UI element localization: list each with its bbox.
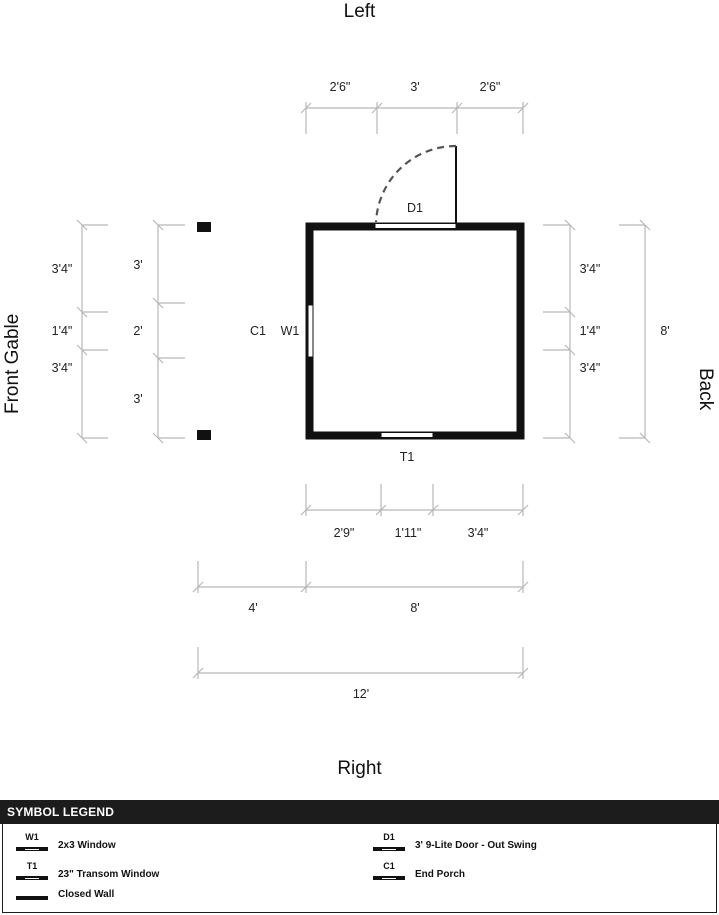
wall-symbol xyxy=(16,887,48,913)
porch-tag: C1 xyxy=(250,324,266,338)
dim-label: 12' xyxy=(353,687,369,701)
opening-symbol: D1 xyxy=(373,832,405,858)
side-label-right: Right xyxy=(337,758,382,779)
dim-label: 4' xyxy=(248,601,257,615)
side-label-back: Back xyxy=(695,368,716,411)
dim-label: 2'6" xyxy=(330,80,351,94)
dim-label: 1'4" xyxy=(580,324,601,338)
window-tag: W1 xyxy=(281,324,300,338)
porch-post xyxy=(197,222,211,232)
legend-label: 2x3 Window xyxy=(58,840,116,851)
dim-label: 3' xyxy=(133,392,142,406)
transom-tag: T1 xyxy=(400,450,415,464)
legend-label: End Porch xyxy=(415,869,466,880)
porch-post xyxy=(197,430,211,440)
dim-label: 3'4" xyxy=(52,361,73,375)
legend-body: W1 2x3 Window D1 3' 9-Lite Door - Out Sw… xyxy=(2,824,717,913)
dim-label: 3'4" xyxy=(468,526,489,540)
dim-label: 8' xyxy=(660,324,669,338)
window-w1 xyxy=(307,304,314,358)
legend-label: 3' 9-Lite Door - Out Swing xyxy=(415,840,537,851)
dim-label: 3' xyxy=(133,258,142,272)
floor-plan: 2'6" 3' 2'6" 3'4" 1'4" 3'4" 3' 2' 3' 3'4… xyxy=(52,80,670,701)
symbol-legend: SYMBOL LEGEND W1 2x3 Window D1 3' 9-Lite… xyxy=(0,800,719,915)
legend-label: 23" Transom Window xyxy=(58,869,160,880)
opening-symbol: T1 xyxy=(16,861,48,887)
dim-label: 3'4" xyxy=(52,262,73,276)
side-label-left: Left xyxy=(343,1,376,22)
opening-symbol: C1 xyxy=(373,861,405,887)
door-swing-arc xyxy=(374,144,457,223)
transom-t1 xyxy=(380,432,434,438)
side-label-front-gable: Front Gable xyxy=(2,313,23,414)
dim-label: 8' xyxy=(410,601,419,615)
dim-label: 2'6" xyxy=(480,80,501,94)
dim-label: 3'4" xyxy=(580,361,601,375)
opening-symbol: W1 xyxy=(16,832,48,858)
door-tag: D1 xyxy=(407,201,423,215)
dim-label: 1'4" xyxy=(52,324,73,338)
dimension-lines xyxy=(76,102,651,679)
dim-label: 1'11" xyxy=(395,526,422,540)
closed-wall xyxy=(305,222,525,440)
dim-label: 2' xyxy=(133,324,142,338)
dim-label: 3'4" xyxy=(580,262,601,276)
legend-title: SYMBOL LEGEND xyxy=(0,800,719,824)
door-d1 xyxy=(374,223,457,229)
dim-label: 2'9" xyxy=(334,526,355,540)
dim-label: 3' xyxy=(410,80,419,94)
legend-label: Closed Wall xyxy=(58,889,115,900)
